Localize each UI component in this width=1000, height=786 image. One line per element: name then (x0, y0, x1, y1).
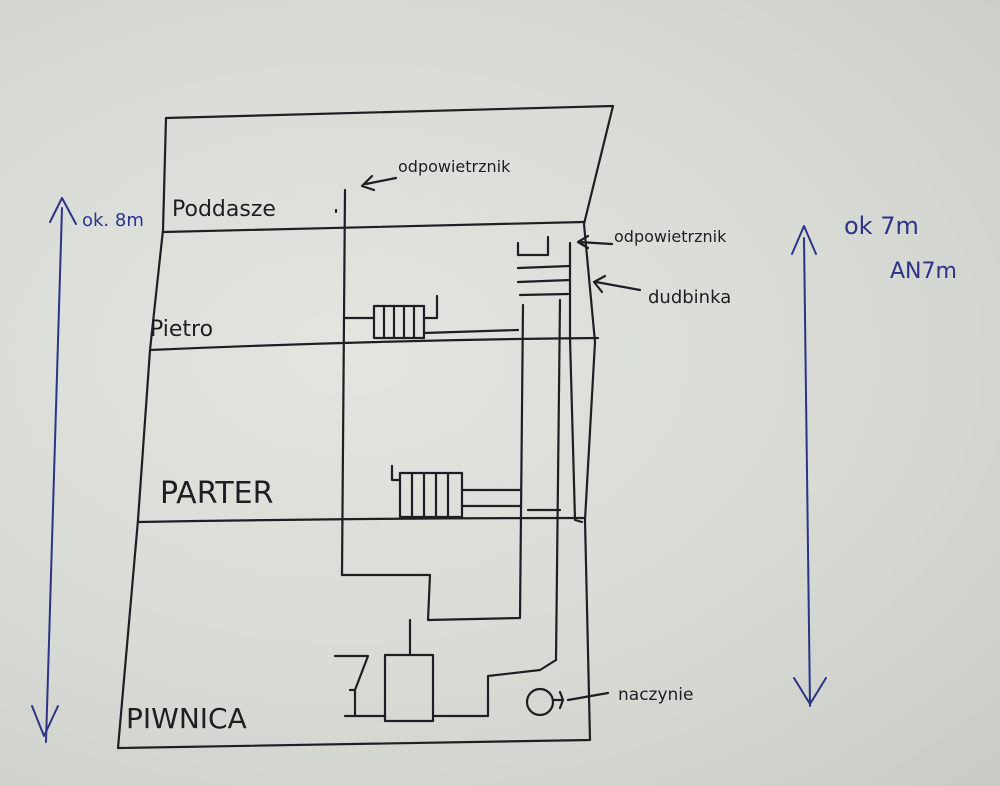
label-coil: dudbinka (648, 287, 731, 308)
arrow-vessel (566, 691, 610, 702)
label-vessel: naczynie (618, 685, 693, 705)
label-height-left: ok. 8m (82, 210, 144, 231)
dimension-arrow-right (791, 225, 827, 707)
floor-line-first (148, 336, 600, 352)
building-outline (116, 104, 615, 750)
arrow-vent-top (360, 174, 398, 192)
expansion-vessel (431, 658, 565, 718)
floor-line-attic (161, 220, 586, 234)
label-basement: PIWNICA (126, 702, 247, 735)
dimension-arrow-left (31, 197, 77, 743)
arrow-coil (592, 274, 642, 294)
arrow-vent-right (576, 234, 614, 250)
label-attic: Poddasze (172, 197, 276, 222)
label-first-floor: Pietro (150, 317, 213, 342)
riser-pipe (340, 188, 525, 622)
label-height-right-scribble: AN7m (890, 259, 957, 284)
label-height-right: ok 7m (844, 212, 919, 240)
radiator-first-floor (343, 294, 520, 340)
radiator-ground-floor (390, 464, 562, 519)
funnel (333, 654, 387, 718)
label-vent-right: odpowietrznik (614, 227, 727, 246)
coil-unit (516, 235, 584, 662)
boiler (383, 618, 435, 723)
floor-line-ground (136, 516, 587, 524)
label-vent-top: odpowietrznik (398, 157, 511, 176)
label-ground-floor: PARTER (160, 476, 273, 511)
